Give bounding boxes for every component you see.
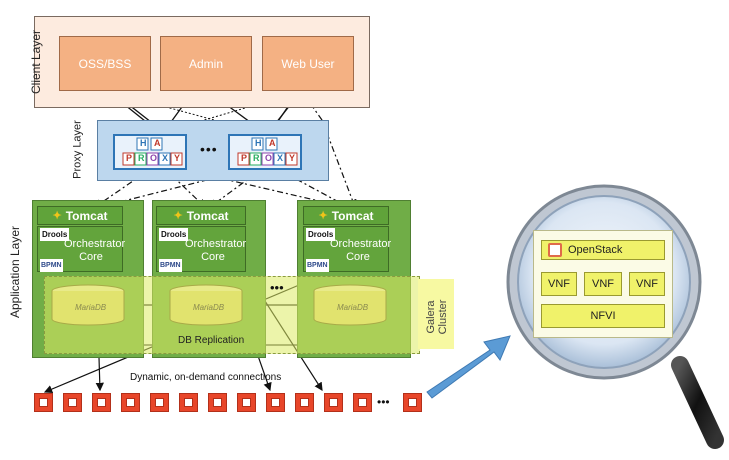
haproxy-letter: H bbox=[255, 138, 262, 148]
database-icon bbox=[313, 284, 387, 326]
drools-logo: Drools bbox=[40, 228, 70, 241]
vm-icon bbox=[266, 393, 285, 412]
haproxy-logo-2: H A P R O X Y bbox=[228, 134, 302, 170]
vm-icon bbox=[150, 393, 169, 412]
haproxy-icon bbox=[230, 136, 300, 168]
haproxy-letter: P bbox=[241, 153, 248, 163]
haproxy-letter: A bbox=[269, 138, 276, 148]
openstack-box: OpenStack bbox=[541, 240, 665, 260]
proxy-layer-label: Proxy Layer bbox=[71, 120, 84, 179]
mariadb-label: MariaDB bbox=[193, 303, 225, 312]
mariadb-2: MariaDB bbox=[168, 283, 244, 327]
tomcat-icon: ✦ bbox=[173, 210, 183, 222]
haproxy-letter: X bbox=[277, 153, 284, 163]
tomcat-header: ✦ Tomcat bbox=[37, 206, 123, 225]
application-layer-label: Application Layer bbox=[8, 225, 22, 319]
tomcat-label: Tomcat bbox=[331, 208, 374, 223]
vm-icon bbox=[237, 393, 256, 412]
lens-stack: OpenStack VNF VNF VNF NFVI bbox=[533, 230, 673, 338]
vm-icon bbox=[208, 393, 227, 412]
vm-icon bbox=[121, 393, 140, 412]
haproxy-letter: R bbox=[138, 153, 145, 163]
vm-icon bbox=[353, 393, 372, 412]
haproxy-logo-1: H A P R O X Y bbox=[113, 134, 187, 170]
vm-icon bbox=[403, 393, 422, 412]
galera-cluster-label: Galera Cluster bbox=[425, 299, 449, 335]
orchestrator-core: Drools BPMN Orchestrator Core bbox=[303, 226, 392, 272]
mariadb-3: MariaDB bbox=[312, 283, 388, 327]
drools-logo: Drools bbox=[159, 228, 189, 241]
mariadb-label: MariaDB bbox=[337, 303, 369, 312]
zoom-arrow bbox=[426, 335, 511, 399]
vnf-box: VNF bbox=[629, 272, 665, 296]
haproxy-letter: O bbox=[150, 153, 158, 163]
app-ellipsis: ••• bbox=[270, 280, 284, 295]
tomcat-label: Tomcat bbox=[186, 208, 229, 223]
haproxy-icon bbox=[115, 136, 185, 168]
vm-icon bbox=[179, 393, 198, 412]
mariadb-1: MariaDB bbox=[50, 283, 126, 327]
bpmn-logo: BPMN bbox=[306, 259, 329, 272]
haproxy-letter: X bbox=[162, 153, 169, 163]
drools-logo: Drools bbox=[306, 228, 336, 241]
vm-icon bbox=[295, 393, 314, 412]
tomcat-header: ✦ Tomcat bbox=[303, 206, 389, 225]
haproxy-letter: R bbox=[253, 153, 260, 163]
openstack-icon bbox=[548, 243, 562, 257]
tomcat-icon: ✦ bbox=[52, 210, 62, 222]
orchestrator-core: Drools BPMN Orchestrator Core bbox=[156, 226, 246, 272]
web-user-box: Web User bbox=[262, 36, 354, 91]
haproxy-letter: P bbox=[126, 153, 133, 163]
orchestrator-core: Drools BPMN Orchestrator Core bbox=[37, 226, 126, 272]
bpmn-logo: BPMN bbox=[40, 259, 63, 272]
vm-icon bbox=[324, 393, 343, 412]
oss-bss-box: OSS/BSS bbox=[59, 36, 151, 91]
nfvi-box: NFVI bbox=[541, 304, 665, 328]
tomcat-icon: ✦ bbox=[318, 210, 328, 222]
dynamic-connections-label: Dynamic, on-demand connections bbox=[130, 372, 282, 383]
orchestrator-label: Orchestrator Core bbox=[64, 238, 126, 263]
openstack-label: OpenStack bbox=[568, 244, 623, 256]
vm-icon bbox=[92, 393, 111, 412]
client-layer-label: Client Layer bbox=[29, 29, 43, 95]
db-replication-label: DB Replication bbox=[178, 335, 245, 346]
bpmn-logo: BPMN bbox=[159, 259, 182, 272]
vm-icon bbox=[34, 393, 53, 412]
vnf-box: VNF bbox=[541, 272, 577, 296]
vm-ellipsis: ••• bbox=[377, 395, 390, 409]
haproxy-letter: O bbox=[265, 153, 273, 163]
haproxy-letter: H bbox=[140, 138, 147, 148]
mariadb-label: MariaDB bbox=[75, 303, 107, 312]
orchestrator-label: Orchestrator Core bbox=[330, 238, 392, 263]
haproxy-letter: A bbox=[154, 138, 161, 148]
proxy-ellipsis: ••• bbox=[200, 141, 218, 157]
vm-icon bbox=[63, 393, 82, 412]
admin-box: Admin bbox=[160, 36, 252, 91]
galera-cluster-box bbox=[418, 279, 454, 349]
vnf-box: VNF bbox=[584, 272, 622, 296]
tomcat-header: ✦ Tomcat bbox=[156, 206, 246, 225]
database-icon bbox=[51, 284, 125, 326]
tomcat-label: Tomcat bbox=[65, 208, 108, 223]
database-icon bbox=[169, 284, 243, 326]
haproxy-letter: Y bbox=[289, 153, 296, 163]
haproxy-letter: Y bbox=[174, 153, 181, 163]
orchestrator-label: Orchestrator Core bbox=[185, 238, 247, 263]
